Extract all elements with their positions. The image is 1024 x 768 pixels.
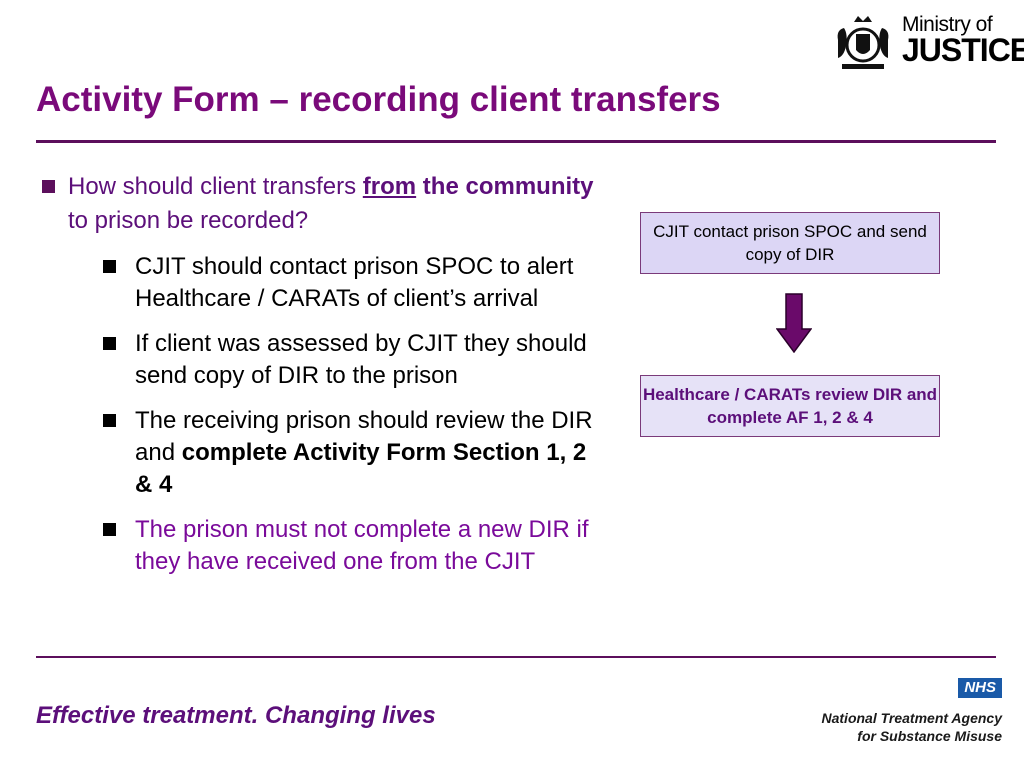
nta-name-line1: National Treatment Agency (821, 710, 1003, 726)
question-text-from: from (362, 173, 417, 200)
sub-bullet-bold-text: complete Activity Form Section 1, 2 & 4 (135, 439, 587, 498)
flow-step-1-text: CJIT contact prison SPOC and send copy o… (653, 222, 927, 264)
flow-step-2-text: Healthcare / CARATs review DIR and compl… (642, 385, 938, 427)
question-text-part4: to prison be recorded? (68, 207, 309, 234)
square-bullet-icon (103, 523, 116, 536)
sub-bullet-text: CJIT should contact prison SPOC to alert… (135, 253, 574, 312)
flow-step-2: Healthcare / CARATs review DIR and compl… (640, 375, 940, 437)
sub-bullet: The prison must not complete a new DIR i… (40, 514, 610, 578)
logo-text-line1: Ministry of (902, 13, 993, 36)
sub-bullet: If client was assessed by CJIT they shou… (40, 328, 610, 392)
question-text-part1: How should client transfers (68, 173, 363, 200)
bullet-list: How should client transfers from the com… (40, 170, 610, 578)
nhs-badge: NHS (958, 678, 1002, 698)
slide-title: Activity Form – recording client transfe… (36, 80, 721, 119)
sub-bullet-text: If client was assessed by CJIT they shou… (135, 330, 587, 389)
question-text-community: the community (416, 173, 594, 200)
nta-logo: NHS National Treatment Agency for Substa… (802, 672, 1014, 760)
ministry-of-justice-logo: Ministry of JUSTICE (832, 12, 1024, 72)
title-divider (36, 140, 996, 143)
sub-bullet: CJIT should contact prison SPOC to alert… (40, 251, 610, 315)
square-bullet-icon (103, 414, 116, 427)
sub-bullet-text: The prison must not complete a new DIR i… (135, 516, 589, 575)
flow-step-1: CJIT contact prison SPOC and send copy o… (640, 212, 940, 274)
footer-divider (36, 656, 996, 658)
sub-bullet-text: The receiving prison should review the D… (135, 407, 593, 466)
square-bullet-icon (103, 337, 116, 350)
nta-name-line2: for Substance Misuse (857, 728, 1002, 744)
square-bullet-icon (103, 260, 116, 273)
question-bullet: How should client transfers from the com… (40, 170, 610, 238)
royal-crest-icon (837, 16, 889, 69)
sub-bullet: The receiving prison should review the D… (40, 405, 610, 501)
footer-tagline: Effective treatment. Changing lives (36, 702, 436, 729)
square-bullet-icon (42, 180, 55, 193)
arrow-down-icon (776, 293, 812, 353)
logo-text-line2: JUSTICE (902, 32, 1024, 68)
